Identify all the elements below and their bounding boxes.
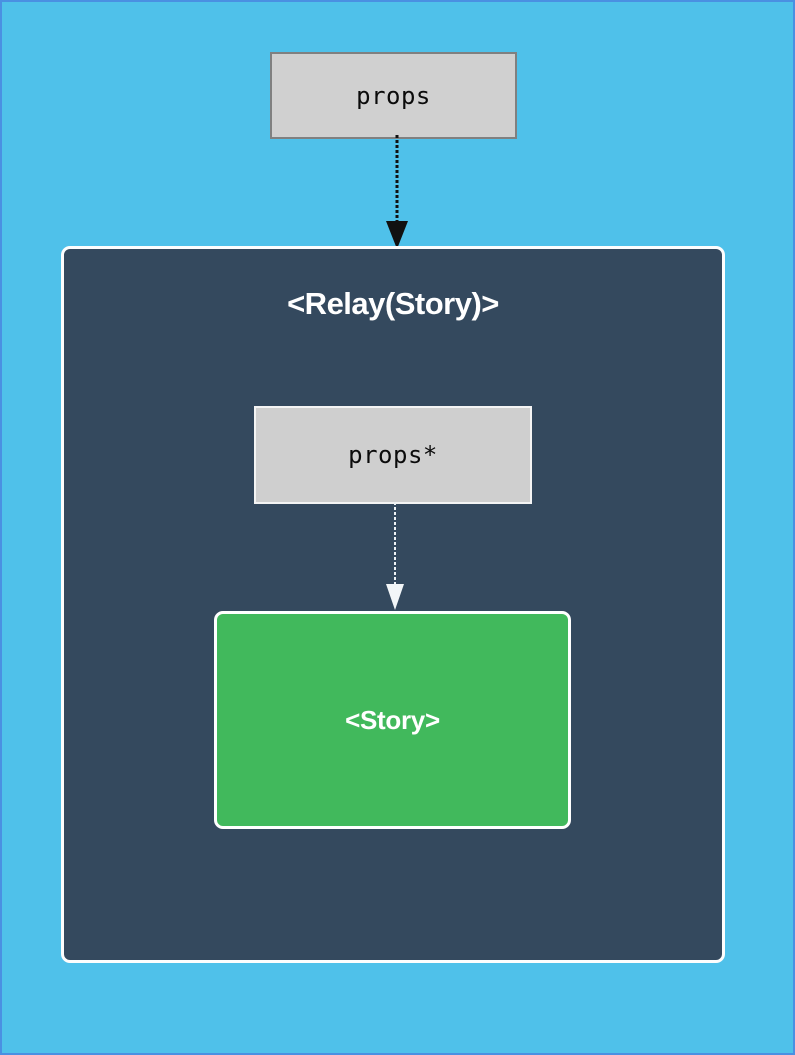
props-node[interactable]: props bbox=[270, 52, 517, 139]
arrow-props-to-relay bbox=[386, 135, 408, 249]
story-node-label: <Story> bbox=[345, 704, 440, 735]
props-star-node-label: props* bbox=[348, 441, 438, 469]
arrow-props-star-to-story bbox=[386, 502, 404, 610]
props-star-node[interactable]: props* bbox=[254, 406, 532, 504]
arrow-props-to-relay-head bbox=[386, 221, 408, 249]
relay-container-node[interactable]: <Relay(Story)> bbox=[61, 246, 725, 963]
props-node-label: props bbox=[356, 81, 431, 110]
arrow-props-star-to-story-head bbox=[386, 584, 404, 610]
relay-container-label: <Relay(Story)> bbox=[287, 286, 499, 321]
story-node[interactable]: <Story> bbox=[214, 611, 571, 829]
